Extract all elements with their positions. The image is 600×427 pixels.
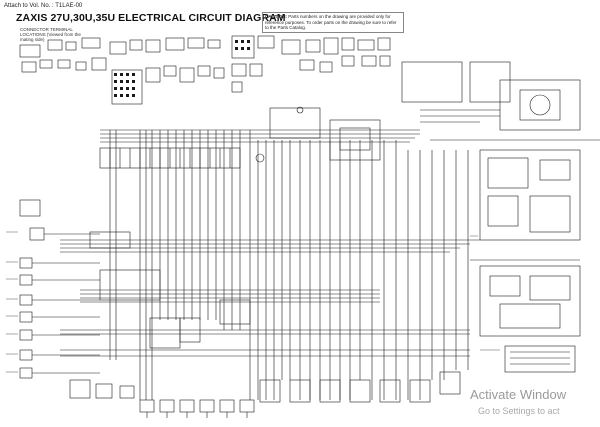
connector-blocks	[89, 231, 251, 349]
caution-box: CAUTION: Parts numbers on the drawing ar…	[262, 12, 404, 33]
fuse-box	[99, 106, 381, 169]
main-wire-bus	[60, 129, 480, 357]
connector-note: CONNECTOR TERMINAL LOCATIONS (Viewed fro…	[20, 27, 81, 42]
fine-print-marks	[6, 231, 500, 373]
caution-text: Parts numbers on the drawing are provide…	[265, 14, 397, 30]
bottom-terminals	[139, 371, 461, 418]
activation-watermark-line1: Activate Window	[470, 387, 567, 402]
left-components	[19, 199, 135, 399]
activation-watermark-line2: Go to Settings to act	[478, 406, 560, 416]
connector-grid	[19, 35, 391, 105]
right-components	[401, 61, 600, 373]
caution-title: CAUTION:	[265, 14, 287, 19]
attach-note: Attach to Vol. No. : T1LAE-00	[4, 3, 83, 9]
diagram-title: ZAXIS 27U,30U,35U ELECTRICAL CIRCUIT DIA…	[16, 12, 286, 24]
vertical-wires	[109, 130, 469, 400]
